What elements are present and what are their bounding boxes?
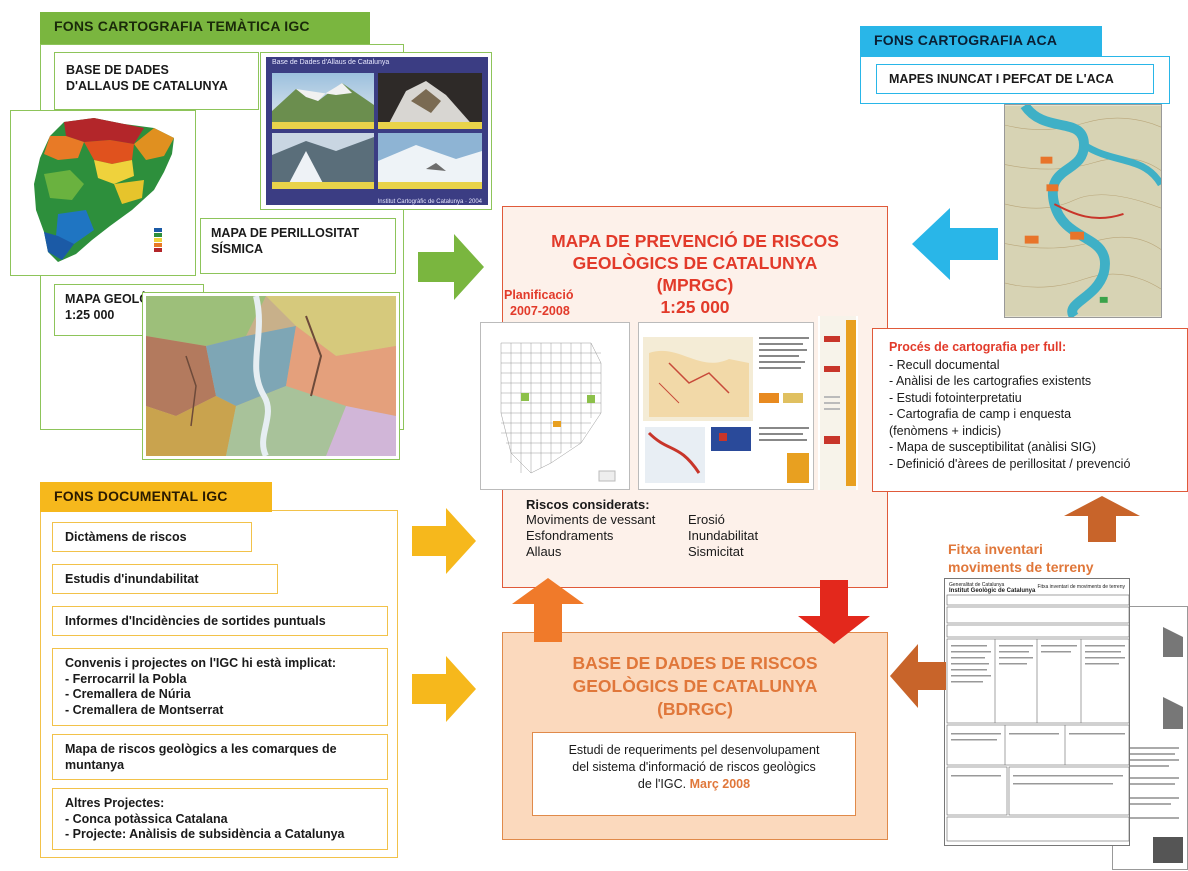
proces-item: - Anàlisi de les cartografies existents bbox=[889, 374, 1092, 388]
seismic-map bbox=[34, 118, 174, 262]
risk-item: Esfondraments bbox=[526, 528, 614, 543]
doc-item-informes: Informes d'Incidències de sortides puntu… bbox=[52, 606, 388, 636]
sismica-label: MAPA DE PERILLOSITAT SÍSMICA bbox=[200, 218, 396, 274]
arrow-yellow-upper bbox=[412, 508, 476, 574]
bdrgc-title-line1: BASE DE DADES DE RISCOS bbox=[572, 653, 818, 673]
proces-item: - Definició d'àrees de perillositat / pr… bbox=[889, 456, 1131, 471]
sismica-label-line2: SÍSMICA bbox=[211, 242, 264, 256]
risks-heading: Riscos considerats: bbox=[526, 497, 650, 512]
doc-item-convenis-title: Convenis i projectes on l'IGC hi està im… bbox=[65, 656, 337, 670]
doc-item-mapa-line1: Mapa de riscos geològics a les comarques… bbox=[65, 742, 337, 756]
allaus-photo-title: Base de Dades d'Allaus de Catalunya bbox=[272, 59, 390, 66]
allaus-label: BASE DE DADES D'ALLAUS DE CATALUNYA bbox=[58, 58, 258, 98]
fitxa-form-grid bbox=[946, 594, 1129, 842]
proces-box: Procés de cartografia per full: - Recull… bbox=[872, 328, 1188, 492]
fitxa-form-inst: Institut Geològic de Catalunya bbox=[949, 588, 1036, 594]
doc-item-convenis: Convenis i projectes on l'IGC hi està im… bbox=[52, 648, 388, 726]
bdrgc-title-line2: GEOLÒGICS DE CATALUNYA bbox=[572, 676, 818, 696]
mprgc-title: MAPA DE PREVENCIÓ DE RISCOS GEOLÒGICS DE… bbox=[502, 230, 888, 318]
bdrgc-study-line3: de l'IGC. bbox=[637, 777, 687, 791]
mprgc-title-line3: (MPRGC) bbox=[656, 275, 734, 295]
bdrgc-study-line1: Estudi de requeriments pel desenvolupame… bbox=[568, 743, 820, 757]
mprgc-title-line1: MAPA DE PREVENCIÓ DE RISCOS bbox=[551, 231, 839, 251]
proces-heading: Procés de cartografia per full: bbox=[889, 340, 1067, 354]
bdrgc-title-line3: (BDRGC) bbox=[657, 699, 733, 719]
allaus-label-line2: D'ALLAUS DE CATALUNYA bbox=[66, 79, 228, 93]
allaus-label-line1: BASE DE DADES bbox=[66, 63, 169, 77]
fitxa-form: Generalitat de Catalunya Institut Geològ… bbox=[944, 578, 1130, 846]
aca-label: MAPES INUNCAT I PEFCAT DE L'ACA bbox=[876, 64, 1154, 94]
risk-item: Inundabilitat bbox=[688, 528, 759, 543]
mprgc-scale: 1:25 000 bbox=[660, 297, 730, 317]
doc-item-altres-line: - Projecte: Anàlisis de subsidència a Ca… bbox=[65, 827, 345, 841]
proces-item: (fenòmens + indicis) bbox=[889, 423, 1002, 438]
mprgc-planning: Planificació 2007-2008 bbox=[504, 287, 584, 319]
aca-frame bbox=[860, 56, 1170, 104]
arrow-green-right bbox=[418, 234, 484, 300]
bdrgc-study-line2: del sistema d'informació de riscos geolò… bbox=[572, 760, 816, 774]
fitxa-title: Fitxa inventari moviments de terreny bbox=[948, 540, 1094, 576]
mprgc-title-line2: GEOLÒGICS DE CATALUNYA bbox=[572, 253, 818, 273]
doc-item-convenis-line: - Ferrocarril la Pobla bbox=[65, 671, 187, 686]
mprgc-map-thumbnail bbox=[638, 322, 814, 490]
sismica-label-line1: MAPA DE PERILLOSITAT bbox=[211, 226, 360, 240]
mprgc-planning-line1: Planificació bbox=[504, 288, 574, 302]
bdrgc-study-box: Estudi de requeriments pel desenvolupame… bbox=[532, 732, 856, 816]
arrow-yellow-lower bbox=[412, 656, 476, 722]
arrow-darkorange-up bbox=[1064, 496, 1140, 542]
mprgc-legend-thumbnail bbox=[818, 316, 858, 490]
risk-item: Sismicitat bbox=[688, 544, 744, 559]
fitxa-title-line2: moviments de terreny bbox=[948, 559, 1094, 575]
allaus-photo-footer: Institut Cartogràfic de Catalunya · 2004 bbox=[377, 199, 482, 205]
aca-flood-map bbox=[1004, 104, 1162, 318]
risks-col-2: Erosió Inundabilitat Sismicitat bbox=[688, 512, 758, 560]
proces-item: - Cartografia de camp i enquesta bbox=[889, 407, 1072, 421]
avalanche-photos bbox=[272, 73, 482, 189]
allaus-photo-panel: Base de Dades d'Allaus de Catalunya Inst… bbox=[266, 57, 488, 205]
aca-section-tag: FONS CARTOGRAFIA ACA bbox=[860, 26, 1102, 56]
doc-section-tag: FONS DOCUMENTAL IGC bbox=[40, 482, 272, 512]
doc-item-altres-title: Altres Projectes: bbox=[65, 796, 165, 810]
doc-item-convenis-line: - Cremallera de Montserrat bbox=[65, 702, 224, 717]
doc-item-altres-line: - Conca potàssica Catalana bbox=[65, 811, 228, 826]
igc-section-tag: FONS CARTOGRAFIA TEMÀTICA IGC bbox=[40, 12, 370, 44]
arrow-orange-up bbox=[512, 578, 584, 642]
doc-item-mapa-muntanya: Mapa de riscos geològics a les comarques… bbox=[52, 734, 388, 780]
risks-col-1: Moviments de vessant Esfondraments Allau… bbox=[526, 512, 655, 560]
risk-item: Moviments de vessant bbox=[526, 512, 656, 527]
proces-item: - Estudi fotointerpretatiu bbox=[889, 390, 1022, 405]
allaus-label-frame bbox=[54, 52, 259, 110]
geologic-map bbox=[146, 296, 396, 456]
proces-item: - Recull documental bbox=[889, 357, 1000, 372]
arrow-cyan-left bbox=[912, 208, 998, 280]
risk-item: Erosió bbox=[688, 512, 725, 527]
proces-item: - Mapa de susceptibilitat (anàlisi SIG) bbox=[889, 440, 1097, 454]
doc-item-altres: Altres Projectes: - Conca potàssica Cata… bbox=[52, 788, 388, 850]
geologic-label-line2: 1:25 000 bbox=[65, 308, 115, 322]
fitxa-form-org: Generalitat de Catalunya bbox=[949, 582, 1005, 588]
mprgc-planning-line2: 2007-2008 bbox=[510, 304, 570, 318]
fitxa-form-header: Fitxa inventari de moviments de terreny bbox=[1037, 584, 1125, 590]
sheet-index-thumbnail bbox=[480, 322, 630, 490]
doc-item-dictamens: Dictàmens de riscos bbox=[52, 522, 252, 552]
arrow-red-down bbox=[798, 580, 870, 644]
doc-item-mapa-line2: muntanya bbox=[65, 757, 125, 772]
bdrgc-title: BASE DE DADES DE RISCOS GEOLÒGICS DE CAT… bbox=[502, 652, 888, 721]
fitxa-title-line1: Fitxa inventari bbox=[948, 541, 1043, 557]
arrow-darkorange-left bbox=[890, 644, 946, 708]
risk-item: Allaus bbox=[526, 544, 562, 559]
doc-item-convenis-line: - Cremallera de Núria bbox=[65, 687, 191, 701]
doc-item-inundabilitat: Estudis d'inundabilitat bbox=[52, 564, 278, 594]
bdrgc-study-date: Març 2008 bbox=[689, 777, 751, 791]
